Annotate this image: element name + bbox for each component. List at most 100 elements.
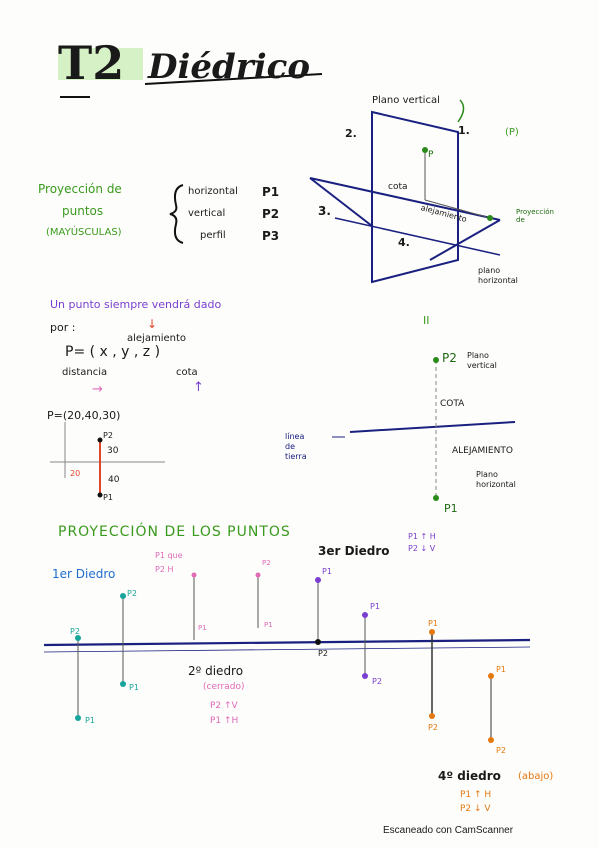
d1-point-b-p1 (120, 681, 126, 687)
right-p2: P2 (442, 351, 457, 365)
plano-horizontal-label: plano horizontal (478, 266, 518, 286)
quadrant-2: 2. (345, 127, 357, 140)
right-plano-vertical: Plano vertical (467, 351, 497, 371)
plano-vertical-label: Plano vertical (372, 95, 440, 106)
d4-b-p2-label: P2 (496, 746, 506, 755)
ex-p1-dot (97, 492, 103, 498)
diedro-3: 3er Diedro (318, 544, 390, 558)
example-p1: P1 (103, 493, 113, 502)
example-30: 30 (107, 446, 119, 456)
right-alejamiento: ALEJAMIENTO (452, 446, 513, 456)
right-p2-dot (433, 357, 439, 363)
ground-line (334, 217, 501, 256)
cota-word: cota (176, 367, 198, 378)
proj-title-2: puntos (62, 204, 104, 218)
alejamiento-line (424, 199, 491, 219)
diedro-4-note2: P2 ↓ V (460, 804, 491, 814)
cota-label: cota (388, 182, 408, 192)
diedro-2: 2º diedro (188, 664, 244, 678)
up-arrow: ↑ (193, 380, 204, 395)
right-linea-tierra: línea de tierra (285, 432, 307, 461)
d2-b-p1: P1 (264, 621, 273, 629)
d4-a-p1-label: P1 (428, 619, 438, 628)
right-plano-horizontal: Plano horizontal (476, 470, 516, 490)
d3-point-a-p2 (315, 639, 321, 645)
proj-item-p3: P3 (262, 229, 280, 243)
right-arrow: → (92, 382, 103, 397)
title-underline (144, 73, 323, 85)
d4-point-a-p2 (429, 713, 435, 719)
horizontal-plane-edge-1 (309, 177, 501, 221)
diedro-2-note1: P2 ↑V (210, 701, 238, 711)
diedro-4-note1: P1 ↑ H (460, 790, 492, 800)
pink-note-1: P1 que (155, 551, 183, 560)
alejamiento-word: alejamiento (127, 333, 187, 344)
brace (169, 184, 184, 244)
distancia-word: distancia (62, 367, 108, 378)
d2-point-b-dot (255, 572, 261, 578)
roman-ii: II (423, 314, 430, 327)
camscanner-watermark: Escaneado con CamScanner (383, 825, 514, 836)
d2-a-p1: P1 (198, 624, 207, 632)
vertical-plane (371, 110, 459, 284)
right-cota: COTA (440, 399, 465, 409)
d1-point-a-p2 (75, 635, 81, 641)
diedro-3-note2: P2 ↓ V (408, 544, 436, 553)
point-p-top (422, 147, 428, 153)
diedro-1: 1er Diedro (52, 567, 116, 581)
d4-b-p1-label: P1 (496, 665, 506, 674)
d1-point-b-p2 (120, 593, 126, 599)
point-def-line2: por : (50, 321, 76, 334)
quadrant-1: 1. (458, 124, 470, 137)
right-p1: P1 (444, 502, 458, 515)
right-ground-line (349, 421, 516, 433)
title-highlight (58, 48, 143, 80)
example-coords: P=(20,40,30) (47, 409, 121, 422)
right-p1-dot (433, 495, 439, 501)
bottom-ground-line (43, 638, 531, 647)
pink-note-2: P2 H (155, 565, 174, 574)
formula: P= ( x , y , z ) (65, 344, 161, 360)
proj-item-p2: P2 (262, 207, 280, 221)
d1-b-p1: P1 (129, 683, 139, 692)
d3-point-b-p2 (362, 673, 368, 679)
fp-label: (P) (505, 127, 519, 138)
point-p1-top (487, 215, 493, 221)
horizontal-plane-edge-2 (309, 177, 373, 227)
proj-item-p1: P1 (262, 185, 280, 199)
diedro-4-sub: (abajo) (518, 771, 554, 782)
d3-b-p2-label: P2 (372, 677, 382, 686)
d3-b-p1-label: P1 (370, 602, 380, 611)
d4-a-p2-label: P2 (428, 723, 438, 732)
point-def-line1: Un punto siempre vendrá dado (50, 298, 222, 311)
p-label: P (428, 150, 434, 160)
proj-item-horizontal: horizontal (188, 186, 238, 197)
arrow-plane-vertical (457, 99, 465, 123)
proj-item-perfil: perfil (200, 230, 226, 241)
d1-b-p2: P2 (127, 589, 137, 598)
example-p2: P2 (103, 431, 113, 440)
bottom-ground-line-2 (43, 646, 531, 653)
d3-point-a-p1 (315, 577, 321, 583)
d2-b-p2: P2 (262, 559, 271, 567)
points-title: PROYECCIÓN DE LOS PUNTOS (58, 524, 291, 540)
proyeccion-note: Proyección de (516, 208, 554, 225)
d1-a-p1: P1 (85, 716, 95, 725)
quadrant-3: 3. (318, 204, 331, 218)
d4-point-b-p1 (488, 673, 494, 679)
proj-title-1: Proyección de (38, 182, 122, 196)
d3-a-p1-label: P1 (322, 567, 332, 576)
d4-point-b-p2 (488, 737, 494, 743)
diedro-2-note2: P1 ↑H (210, 716, 239, 726)
ex-p2-dot (97, 437, 103, 443)
quadrant-4: 4. (398, 236, 410, 249)
diedro-3-note1: P1 ↑ H (408, 532, 436, 541)
d2-point-a-dot (191, 572, 197, 578)
diedro-4: 4º diedro (438, 769, 501, 783)
diedro-2-sub: (cerrado) (203, 682, 245, 692)
title-dihedral: Diédrico (148, 47, 311, 87)
d1-point-a-p1 (75, 715, 81, 721)
d1-a-p2: P2 (70, 627, 80, 636)
